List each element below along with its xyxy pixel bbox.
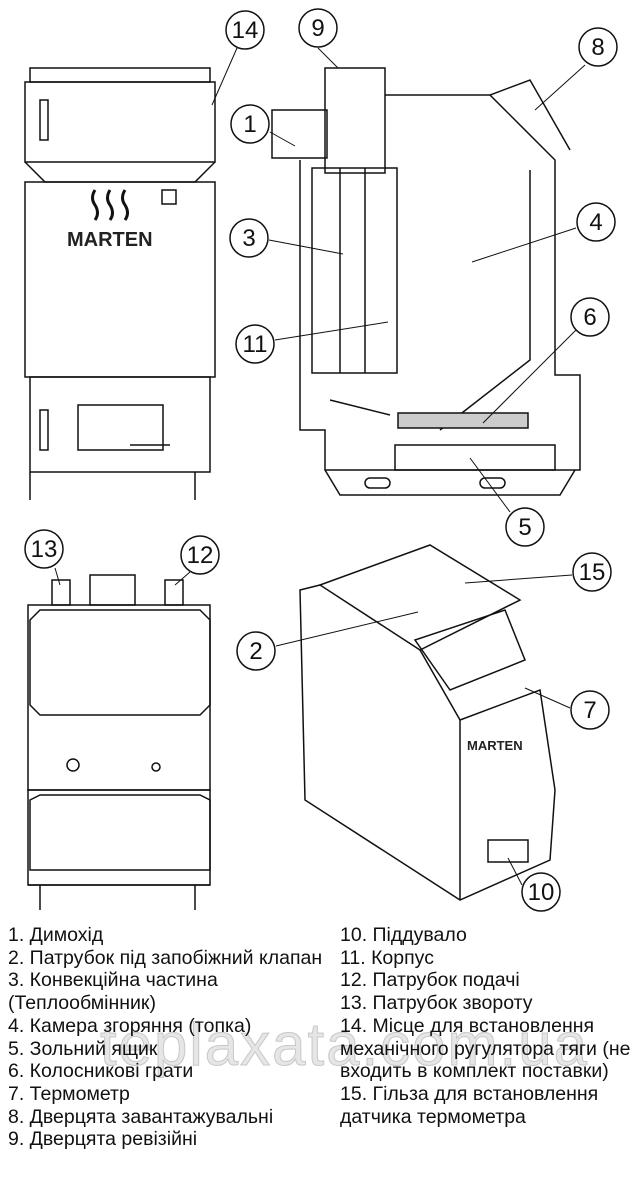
callout-circle (230, 104, 270, 144)
callout-8: 8 (578, 27, 618, 67)
callout-circle (24, 529, 64, 569)
callout-number: 15 (579, 559, 606, 586)
legend-item: 8. Дверцята завантажувальні (8, 1105, 274, 1128)
callout-circle (578, 27, 618, 67)
brand-logo-front: MARTEN (67, 229, 153, 251)
legend-item: 14. Місце для встановлення механічного р… (340, 1014, 636, 1083)
callout-9: 9 (298, 8, 338, 48)
callout-circle (235, 324, 275, 364)
leader-lines (54, 47, 586, 886)
callout-circle (505, 507, 545, 547)
callout-12: 12 (180, 535, 220, 575)
legend-item: 10. Піддувало (340, 924, 467, 946)
callout-circle (229, 218, 269, 258)
callout-circle (236, 631, 276, 671)
callout-number: 3 (242, 225, 255, 252)
callout-3: 3 (229, 218, 269, 258)
callout-14: 14 (225, 10, 265, 50)
callout-circle (576, 202, 616, 242)
callout-7: 7 (570, 690, 610, 730)
callout-number: 6 (583, 304, 596, 331)
callout-number: 1 (243, 111, 256, 138)
callout-circle (570, 297, 610, 337)
legend-item: 15. Гільза для встановлення датчика терм… (340, 1082, 604, 1128)
callout-circle (298, 8, 338, 48)
legend-item: 2. Патрубок під запобіжний клапан (8, 946, 323, 969)
brand-logo-iso: MARTEN (467, 738, 523, 753)
callout-10: 10 (521, 872, 561, 912)
callout-5: 5 (505, 507, 545, 547)
legend-item: 5. Зольний ящик (8, 1037, 158, 1060)
callout-number: 12 (187, 542, 214, 569)
callout-number: 14 (232, 17, 259, 44)
callout-circle (180, 535, 220, 575)
callout-2: 2 (236, 631, 276, 671)
callout-6: 6 (570, 297, 610, 337)
legend-item: 13. Патрубок звороту (340, 992, 533, 1015)
legend-item: 3. Конвекційна частина (Теплообмінник) (8, 969, 224, 1015)
callout-circle (521, 872, 561, 912)
callout-11: 11 (235, 324, 275, 364)
legend-item: 11. Корпус (340, 946, 434, 969)
callout-4: 4 (576, 202, 616, 242)
callout-15: 15 (572, 552, 612, 592)
callout-number: 13 (31, 536, 58, 563)
callout-number: 2 (249, 638, 262, 665)
callout-number: 10 (528, 879, 555, 906)
flame-logo (91, 189, 129, 221)
legend-item: 1. Димохід (8, 924, 104, 946)
callout-number: 4 (589, 209, 602, 236)
callout-13: 13 (24, 529, 64, 569)
legend-item: 9. Дверцята ревізійні (8, 1128, 198, 1151)
legend-left: 1. Димохід 2. Патрубок під запобіжний кл… (8, 924, 328, 1151)
callout-circle (570, 690, 610, 730)
legend-item: 4. Камера згоряння (топка) (8, 1014, 252, 1037)
legend-item: 12. Патрубок подачі (340, 969, 520, 992)
back-view (27, 574, 211, 910)
legend-item: 6. Колосникові грати (8, 1060, 194, 1083)
callout-circle (572, 552, 612, 592)
callout-number: 5 (518, 514, 531, 541)
section-view (271, 67, 581, 496)
callout-number: 9 (311, 15, 324, 42)
legend-right: 10. Піддувало 11. Корпус 12. Патрубок по… (340, 924, 640, 1128)
watermark: teplaxata.com.ua (100, 1011, 589, 1079)
callout-circle (225, 10, 265, 50)
callout-1: 1 (230, 104, 270, 144)
callout-number: 8 (591, 34, 604, 61)
iso-view: MARTEN (299, 544, 556, 901)
legend-item: 7. Термометр (8, 1082, 130, 1105)
callout-number: 11 (243, 331, 268, 358)
front-view: MARTEN (24, 67, 216, 500)
callout-number: 7 (583, 697, 596, 724)
